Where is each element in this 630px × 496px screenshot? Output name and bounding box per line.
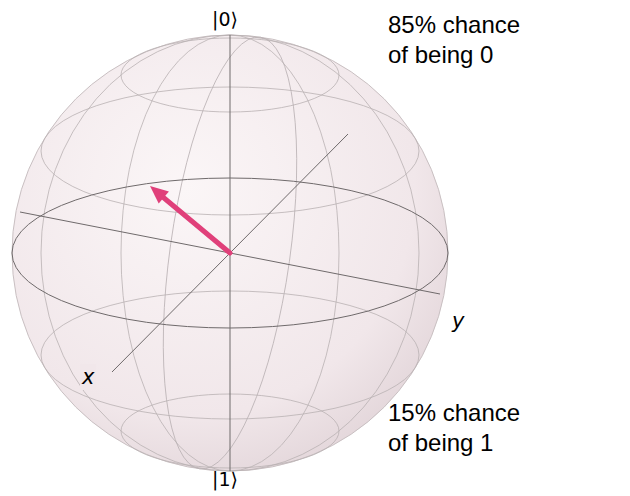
sphere-body <box>12 35 448 471</box>
basis-ket: |0⟩ <box>212 8 238 32</box>
axis-label: y <box>452 308 464 334</box>
axes <box>20 35 440 471</box>
probability-note: 15% chance of being 1 <box>388 398 538 458</box>
axis-label: x <box>80 364 96 390</box>
sphere-grid <box>41 29 419 477</box>
probability-note: 85% chance of being 0 <box>388 10 538 70</box>
state-vector <box>150 186 230 253</box>
basis-ket: |1⟩ <box>212 468 238 492</box>
